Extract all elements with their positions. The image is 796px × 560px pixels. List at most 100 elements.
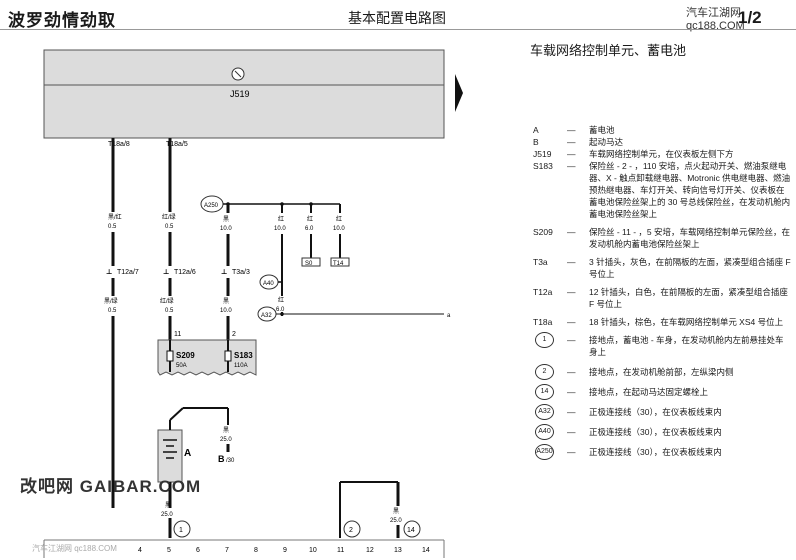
legend-item-a: A — 蓄电池 (533, 124, 791, 136)
legend-a32: A32 — 正极连接线（30），在仪表板线束内 (533, 404, 791, 420)
legend-code: A (533, 125, 539, 135)
wire7-size: 6.0 (276, 307, 285, 313)
s209-value: 50A (176, 363, 187, 369)
module-symbol-stroke (234, 70, 242, 78)
a250-legend-icon: A250 (535, 444, 554, 460)
wire5-color: 红 (307, 215, 313, 223)
t3-label: T3a/3 (232, 269, 250, 276)
wire7-color: 红 (278, 296, 284, 304)
doc-title: 波罗劲情劲取 (8, 11, 116, 30)
scale-8: 8 (254, 547, 258, 554)
wire4-color: 红 (278, 215, 284, 223)
ground-14-icon (403, 520, 421, 538)
a32-node (280, 312, 284, 316)
next-page-arrow-icon (455, 74, 463, 112)
a32-legend-icon: A32 (535, 404, 554, 420)
ref-box-1 (301, 257, 321, 267)
scale-11: 11 (337, 547, 344, 554)
legend-dash: — (567, 149, 576, 159)
ground-2-legend-icon: 2 (535, 364, 554, 380)
wire4-size: 10.0 (274, 226, 286, 232)
fuse-s183-icon (224, 350, 232, 362)
ground-14-legend-icon: 14 (535, 384, 554, 400)
legend-ground-2: 2 — 接地点，在发动机舱前部，左纵梁内侧 (533, 364, 791, 380)
legend-item-t12a: T12a — 12 针插头，白色，在前隔板的左面，紧凑型组合插座 F 号位上 (533, 286, 791, 310)
a250-label: A250 (204, 203, 219, 209)
diagram-title: 基本配置电路图 (348, 10, 446, 26)
legend-item-j519: J519 — 车载网络控制单元，在仪表板左侧下方 (533, 148, 791, 160)
legend-item-s209: S209 — 保险丝 - 11 - ，5 安培，车载网络控制单元保险丝，在发动机… (533, 226, 791, 250)
legend-text: 起动马达 (589, 137, 624, 147)
legend-dash: — (567, 287, 576, 297)
ground-1-icon (173, 520, 191, 538)
s183-value: 110A (234, 363, 248, 369)
legend-text: 正极连接线（30），在仪表板线束内 (589, 407, 722, 417)
a40-label: A40 (263, 281, 274, 287)
connector-t12-left-icon: ⊥ (106, 269, 112, 276)
wire13-size: 25.0 (390, 518, 402, 524)
legend: A — 蓄电池 B — 起动马达 J519 — 车载网络控制单元，在仪表板左侧下… (533, 124, 791, 460)
out-mark: a (447, 313, 451, 319)
wire13-color: 黑 (393, 508, 399, 515)
a40-legend-icon: A40 (535, 424, 554, 440)
scale-6: 6 (196, 547, 200, 554)
wire8-size: 0.5 (108, 308, 117, 314)
legend-text: 保险丝 - 2 - ，110 安培，点火起动开关、燃油泵继电器、X - 触点卸载… (589, 161, 791, 219)
wire12-size: 25.0 (161, 512, 173, 518)
header-divider (0, 29, 796, 30)
legend-code: J519 (533, 149, 552, 159)
s209-label: S209 (176, 351, 195, 360)
connector-t3-icon: ⊥ (221, 269, 227, 276)
wire1-color: 黑/红 (108, 213, 122, 221)
j519-module (43, 49, 445, 139)
pin-label-mid: T18a/5 (166, 141, 188, 148)
scale-4: 4 (138, 547, 142, 554)
ref-box-1-label: S0 (305, 261, 313, 267)
battery-link-diagonal (169, 407, 184, 421)
t12-mid-label: T12a/6 (174, 269, 196, 276)
legend-text: 正极连接线（30），在仪表板线束内 (589, 427, 722, 437)
legend-a40: A40 — 正极连接线（30），在仪表板线束内 (533, 424, 791, 440)
legend-item-t3a: T3a — 3 针插头，灰色，在前隔板的左面，紧凑型组合插座 F 号位上 (533, 256, 791, 280)
wire12-color: 黑 (165, 502, 171, 509)
legend-ground-14: 14 — 接地点，在起动马达固定螺栓上 (533, 384, 791, 400)
page-number: 1/2 (738, 8, 762, 27)
section-title: 车载网络控制单元、蓄电池 (530, 43, 687, 58)
legend-code: T18a (533, 317, 553, 327)
module-label: J519 (230, 89, 250, 99)
legend-dash: — (567, 125, 576, 135)
ground-14-label: 14 (407, 527, 415, 534)
wire10-size: 10.0 (220, 308, 232, 314)
scale-10: 10 (309, 547, 317, 554)
scale-13: 13 (394, 547, 402, 554)
legend-text: 蓄电池 (589, 125, 615, 135)
legend-code: T3a (533, 257, 548, 267)
pin-label-left: T18a/8 (108, 141, 130, 148)
wire9-size: 0.5 (165, 308, 174, 314)
ground-2-icon (343, 520, 361, 538)
legend-text: 3 针插头，灰色，在前隔板的左面，紧凑型组合插座 F 号位上 (589, 257, 791, 279)
pin-11-label: 11 (174, 331, 181, 338)
a32-label: A32 (261, 313, 272, 319)
legend-dash: — (567, 427, 576, 437)
watermark-small: 汽车江湖网 qc188.COM (32, 544, 117, 553)
wire1-size: 0.5 (108, 224, 117, 230)
legend-dash: — (567, 447, 576, 457)
wire2-color: 红/绿 (162, 213, 176, 221)
s183-label: S183 (234, 351, 253, 360)
header: 波罗劲情劲取 基本配置电路图 汽车江湖网 qc188.COM 1/2 (0, 0, 796, 32)
wire9-color: 红/绿 (160, 297, 174, 305)
t12-left-label: T12a/7 (117, 269, 139, 276)
ref-box-2 (330, 257, 350, 267)
legend-text: 接地点，蓄电池 - 车身，在发动机舱内左前悬挂处车身上 (589, 335, 784, 357)
wire6-color: 红 (336, 215, 342, 223)
wire3-color: 黑 (223, 216, 229, 223)
legend-dash: — (567, 407, 576, 417)
connector-t12-mid-icon: ⊥ (163, 269, 169, 276)
legend-text: 接地点，在起动马达固定螺栓上 (589, 387, 709, 397)
legend-dash: — (567, 367, 576, 377)
legend-text: 18 针插头，棕色，在车载网络控制单元 XS4 号位上 (589, 317, 784, 327)
wire5-size: 6.0 (305, 226, 314, 232)
starter-sub: /30 (226, 458, 235, 464)
legend-code: S183 (533, 161, 553, 171)
